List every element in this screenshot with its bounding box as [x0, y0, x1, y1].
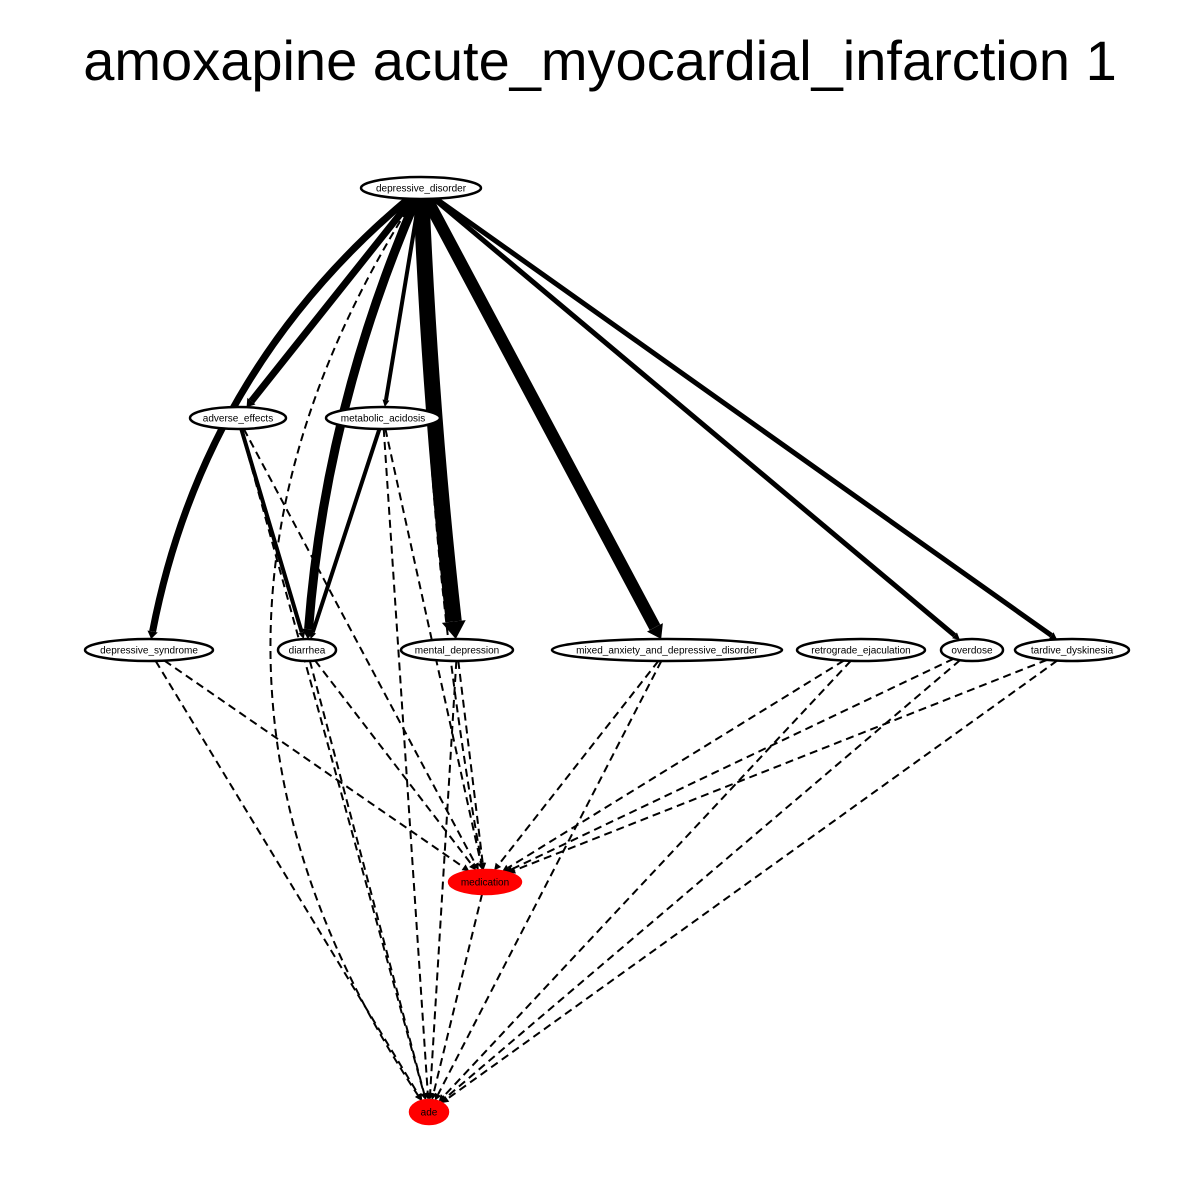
edge-metabolic_acidosis-to-ade: [382, 428, 429, 1094]
node-label: depressive_disorder: [376, 184, 467, 195]
node-label: medication: [461, 878, 509, 889]
node-shape: [550, 637, 784, 663]
arrowhead-adverse_effects-to-medication: [472, 862, 479, 871]
node-shape: [359, 175, 483, 201]
edge-depressive_disorder-to-tardive_dyskinesia: [434, 196, 1053, 638]
node-label: metabolic_acidosis: [341, 414, 426, 425]
node-shape: [399, 637, 515, 663]
node-mental-depression[interactable]: mental_depression: [399, 637, 515, 663]
node-shape: [939, 637, 1005, 663]
edge-depressive_disorder-to-metabolic_acidosis: [383, 198, 422, 401]
edge-layer: [147, 196, 1058, 1103]
node-metabolic-acidosis[interactable]: metabolic_acidosis: [324, 405, 442, 431]
edge-retrograde_ejaculation-to-ade: [442, 660, 852, 1098]
edge-adverse_effects-to-ade: [240, 428, 425, 1094]
arrowhead-depressive_disorder-to-depressive_syndrome: [147, 630, 158, 640]
edge-diarrhea-to-ade: [308, 660, 426, 1094]
node-label: tardive_dyskinesia: [1031, 646, 1114, 657]
node-label: depressive_syndrome: [100, 646, 198, 657]
node-shape: [408, 1098, 450, 1126]
arrowhead-diarrhea-to-medication: [469, 862, 477, 871]
arrowhead-depressive_disorder-to-overdose: [952, 632, 960, 640]
arrowhead-depressive_disorder-to-metabolic_acidosis: [382, 399, 390, 408]
edge-depressive_disorder-to-adverse_effects: [248, 196, 416, 404]
edge-metabolic_acidosis-to-diarrhea: [310, 428, 382, 634]
arrowhead-depressive_syndrome-to-ade: [415, 1092, 423, 1101]
edge-overdose-to-ade: [445, 659, 961, 1099]
edge-retrograde_ejaculation-to-medication: [507, 659, 845, 869]
node-depressive-syndrome[interactable]: depressive_syndrome: [83, 637, 215, 663]
node-medication[interactable]: medication: [447, 868, 523, 896]
node-depressive-disorder[interactable]: depressive_disorder: [359, 175, 483, 201]
node-shape: [795, 637, 927, 663]
diagram-title: amoxapine acute_myocardial_infarction 1: [83, 29, 1117, 92]
node-label: ade: [421, 1108, 438, 1119]
edge-depressive_syndrome-to-medication: [163, 659, 465, 869]
node-layer: depressive_disorder adverse_effects metabo…: [83, 175, 1131, 1126]
edge-mental_depression-to-medication: [457, 660, 484, 864]
edge-tardive_dyskinesia-to-ade: [446, 659, 1058, 1100]
edge-mental_depression-to-ade: [429, 660, 458, 1094]
arrowhead-depressive_disorder-to-adverse_effects: [246, 397, 256, 408]
arrowhead-adverse_effects-to-diarrhea: [298, 631, 306, 640]
edge-depressive_disorder-to-medication: [420, 198, 483, 864]
edge-depressive_disorder-to-mixed_anxiety_and_depressive_disorder: [421, 196, 661, 631]
node-shape: [188, 405, 288, 431]
edge-depressive_syndrome-to-ade: [154, 660, 420, 1096]
arrowhead-mixed_anxiety_and_depressive_disorder-to-medication: [494, 862, 502, 871]
edge-tardive_dyskinesia-to-medication: [514, 658, 1048, 872]
node-adverse-effects[interactable]: adverse_effects: [188, 405, 288, 431]
node-shape: [276, 637, 338, 663]
arrowhead-medication-to-ade: [430, 1092, 437, 1101]
node-label: diarrhea: [289, 646, 326, 657]
edge-depressive_disorder-to-ade: [269, 198, 419, 1096]
arrowhead-diarrhea-to-ade: [420, 1092, 428, 1101]
node-retrograde-ejaculation[interactable]: retrograde_ejaculation: [795, 637, 927, 663]
arrowhead-metabolic_acidosis-to-diarrhea: [309, 631, 317, 640]
edge-diarrhea-to-medication: [314, 659, 473, 866]
arrowhead-depressive_disorder-to-mixed_anxiety_and_depressive_disorder: [647, 623, 663, 640]
edge-adverse_effects-to-medication: [242, 428, 477, 865]
edge-depressive_disorder-to-overdose: [432, 196, 957, 638]
node-shape: [324, 405, 442, 431]
edge-overdose-to-medication: [511, 657, 954, 871]
node-shape: [83, 637, 215, 663]
edge-depressive_disorder-to-depressive_syndrome: [149, 196, 411, 633]
node-shape: [1013, 637, 1131, 663]
arrowhead-tardive_dyskinesia-to-ade: [441, 1096, 450, 1103]
arrowhead-depressive_disorder-to-tardive_dyskinesia: [1049, 632, 1058, 640]
node-label: retrograde_ejaculation: [811, 646, 911, 657]
node-ade[interactable]: ade: [408, 1098, 450, 1126]
node-overdose[interactable]: overdose: [939, 637, 1005, 663]
edge-mixed_anxiety_and_depressive_disorder-to-ade: [437, 660, 663, 1095]
arrowhead-mental_depression-to-medication: [479, 862, 487, 871]
edge-adverse_effects-to-diarrhea: [239, 428, 304, 633]
arrowhead-depressive_syndrome-to-medication: [461, 864, 470, 872]
node-tardive-dyskinesia[interactable]: tardive_dyskinesia: [1013, 637, 1131, 663]
arrowhead-tardive_dyskinesia-to-medication: [508, 866, 517, 874]
node-mixed-anxiety-and-depressive-disorder[interactable]: mixed_anxiety_and_depressive_disorder: [550, 637, 784, 663]
arrowhead-depressive_disorder-to-mental_depression: [441, 620, 466, 640]
node-label: mixed_anxiety_and_depressive_disorder: [576, 646, 758, 657]
node-diarrhea[interactable]: diarrhea: [276, 637, 338, 663]
edge-mixed_anxiety_and_depressive_disorder-to-medication: [497, 660, 660, 866]
node-label: adverse_effects: [203, 414, 273, 425]
edge-medication-to-ade: [432, 893, 484, 1094]
node-shape: [447, 868, 523, 896]
node-label: overdose: [951, 646, 993, 657]
node-label: mental_depression: [415, 646, 500, 657]
